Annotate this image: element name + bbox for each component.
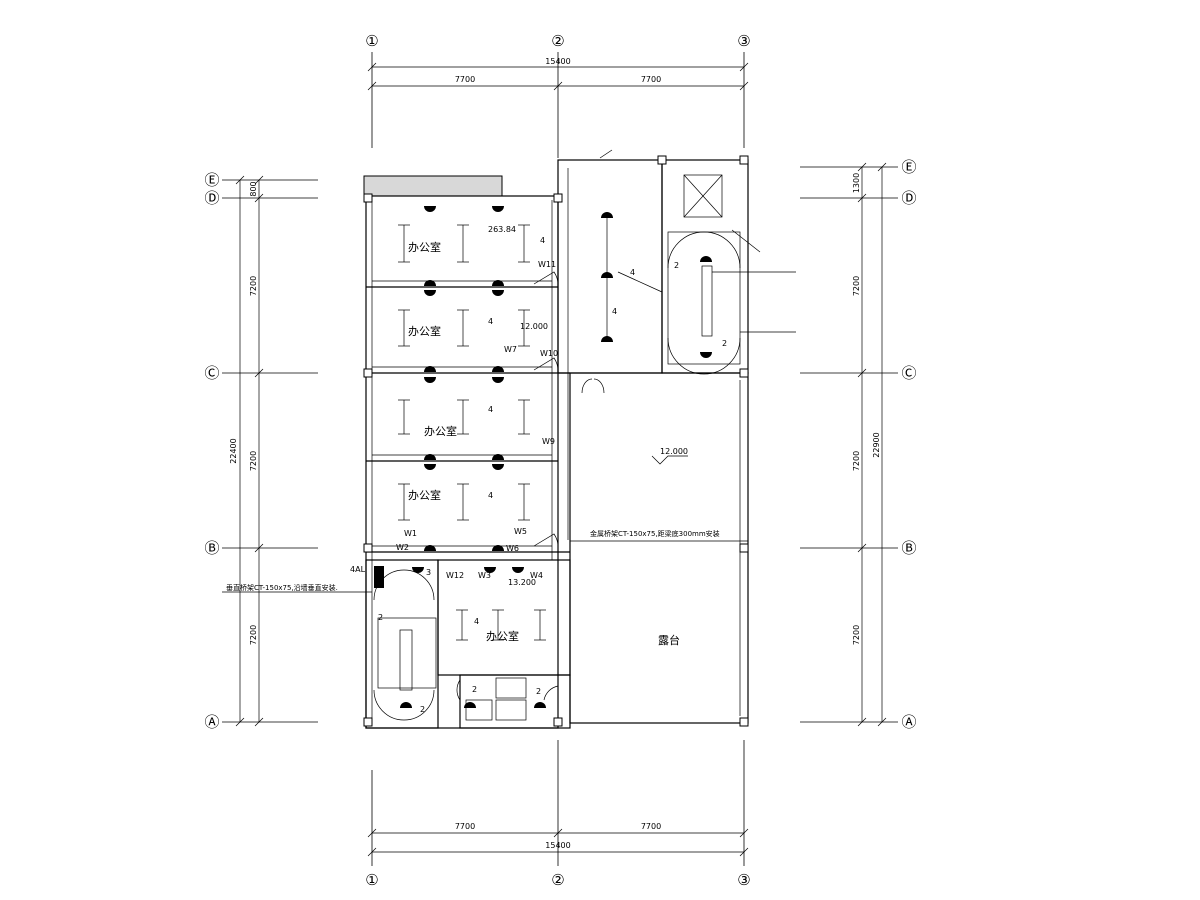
circuit-w9: W9 bbox=[542, 437, 555, 446]
count-4-c: 4 bbox=[488, 405, 493, 414]
count-4-a: 4 bbox=[540, 236, 545, 245]
grid-bubble-row-c-right: Ⓒ bbox=[901, 364, 916, 382]
count-2-f: 2 bbox=[420, 705, 425, 714]
grid-bubble-row-a-left: Ⓐ bbox=[204, 713, 219, 731]
grid-bubble-row-a-right: Ⓐ bbox=[901, 713, 916, 731]
count-4-g: 4 bbox=[474, 617, 479, 626]
office-4-fixtures bbox=[398, 483, 530, 521]
grid-bubbles: ① ② ③ ① ② ③ Ⓔ Ⓓ Ⓒ Ⓑ Ⓐ Ⓔ Ⓓ Ⓒ Ⓑ Ⓐ bbox=[204, 32, 916, 889]
circuit-w3: W3 bbox=[478, 571, 491, 580]
room-label-office-5: 办公室 bbox=[486, 629, 519, 643]
office-5-fixtures bbox=[456, 609, 546, 641]
count-2-b: 2 bbox=[722, 339, 727, 348]
grid-bubble-col-3-top: ③ bbox=[737, 32, 750, 50]
dim-left-cb: 7200 bbox=[249, 451, 258, 471]
dim-left-total: 22400 bbox=[229, 438, 238, 463]
grid-bubble-row-d-left: Ⓓ bbox=[204, 189, 219, 207]
grid-bubble-col-2-top: ② bbox=[551, 32, 564, 50]
dim-top-right: 7700 bbox=[641, 75, 661, 84]
grid-bubble-row-d-right: Ⓓ bbox=[901, 189, 916, 207]
dimension-lines bbox=[235, 62, 887, 857]
dim-right-cb: 7200 bbox=[852, 451, 861, 471]
dim-right-ba: 7200 bbox=[852, 625, 861, 645]
grid-lines bbox=[222, 52, 898, 866]
office-3-fixtures bbox=[398, 399, 530, 435]
grid-bubble-row-b-left: Ⓑ bbox=[204, 539, 219, 557]
dim-left-dc: 7200 bbox=[249, 276, 258, 296]
room-label-terrace: 露台 bbox=[658, 633, 680, 647]
wiring bbox=[222, 149, 796, 593]
room-label-office-4: 办公室 bbox=[408, 488, 441, 502]
dim-right-ed: 1300 bbox=[852, 173, 861, 193]
elevation-marks: 263.84 12.000 12.000 13.200 bbox=[488, 225, 688, 587]
dim-right-total: 22900 bbox=[872, 432, 881, 457]
room-label-office-3: 办公室 bbox=[424, 424, 457, 438]
elevation-4: 13.200 bbox=[508, 578, 536, 587]
circuit-labels: W11 W7 W10 W9 W5 W1 W2 W6 W12 W3 W4 bbox=[396, 260, 558, 580]
elevation-1: 263.84 bbox=[488, 225, 516, 234]
circuit-w11: W11 bbox=[538, 260, 556, 269]
count-2-e: 2 bbox=[536, 687, 541, 696]
room-labels: 办公室 办公室 办公室 办公室 办公室 露台 bbox=[408, 240, 680, 647]
dim-right-dc: 7200 bbox=[852, 276, 861, 296]
count-3: 3 bbox=[426, 568, 431, 577]
dim-left-ba: 7200 bbox=[249, 625, 258, 645]
office-1-fixtures bbox=[398, 224, 530, 263]
building-walls bbox=[363, 155, 749, 729]
wire-count-labels: 4 4 4 4 4 4 4 3 2 2 2 2 2 2 bbox=[378, 236, 727, 714]
circuit-w1: W1 bbox=[404, 529, 417, 538]
dim-bottom-left: 7700 bbox=[455, 822, 475, 831]
grid-bubble-row-e-right: Ⓔ bbox=[901, 158, 916, 176]
grid-bubble-col-1-top: ① bbox=[365, 32, 378, 50]
circuit-w2: W2 bbox=[396, 543, 409, 552]
count-4-e: 4 bbox=[630, 268, 635, 277]
circuit-w4: W4 bbox=[530, 571, 543, 580]
grid-bubble-row-c-left: Ⓒ bbox=[204, 364, 219, 382]
dimension-labels: 15400 7700 7700 7700 7700 15400 22400 80… bbox=[229, 57, 881, 850]
light-fixtures bbox=[398, 206, 712, 708]
dim-top-total: 15400 bbox=[545, 57, 570, 66]
count-2-a: 2 bbox=[674, 261, 679, 270]
grid-bubble-col-1-bottom: ① bbox=[365, 871, 378, 889]
grid-bubble-col-2-bottom: ② bbox=[551, 871, 564, 889]
grid-bubble-row-b-right: Ⓑ bbox=[901, 539, 916, 557]
panel-label: 4AL bbox=[350, 565, 366, 574]
room-label-office-1: 办公室 bbox=[408, 240, 441, 254]
count-2-c: 2 bbox=[378, 613, 383, 622]
elevation-2: 12.000 bbox=[520, 322, 548, 331]
circuit-w12: W12 bbox=[446, 571, 464, 580]
dim-bottom-right: 7700 bbox=[641, 822, 661, 831]
count-4-f: 4 bbox=[612, 307, 617, 316]
grid-bubble-row-e-left: Ⓔ bbox=[204, 171, 219, 189]
dim-top-left: 7700 bbox=[455, 75, 475, 84]
grid-bubble-col-3-bottom: ③ bbox=[737, 871, 750, 889]
count-2-d: 2 bbox=[472, 685, 477, 694]
circuit-w7: W7 bbox=[504, 345, 517, 354]
dim-bottom-total: 15400 bbox=[545, 841, 570, 850]
circuit-w6: W6 bbox=[506, 544, 519, 553]
door-swings bbox=[373, 231, 741, 721]
dim-left-ed: 800 bbox=[249, 181, 258, 196]
note-vertical-tray: 垂直桥架CT-150x75,沿墙垂直安装. bbox=[226, 583, 338, 592]
count-4-d: 4 bbox=[488, 491, 493, 500]
count-4-b: 4 bbox=[488, 317, 493, 326]
office-2-fixtures bbox=[398, 309, 530, 347]
elevation-3: 12.000 bbox=[660, 447, 688, 456]
room-label-office-2: 办公室 bbox=[408, 324, 441, 338]
circuit-w5: W5 bbox=[514, 527, 527, 536]
circuit-w10: W10 bbox=[540, 349, 558, 358]
note-metal-tray: 金属桥架CT-150x75,距梁底300mm安装 bbox=[590, 529, 720, 538]
